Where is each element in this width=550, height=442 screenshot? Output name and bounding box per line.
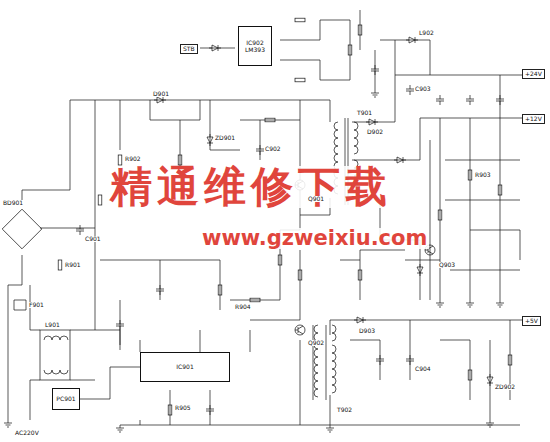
part-label: D903 bbox=[358, 328, 376, 334]
watermark: 精通维修下载 bbox=[108, 166, 394, 208]
part-label: R902 bbox=[124, 156, 142, 162]
winding bbox=[314, 325, 318, 397]
part-label: ZD902 bbox=[494, 384, 516, 390]
part-label: D901 bbox=[152, 91, 170, 97]
optocoupler-box: PC901 bbox=[52, 388, 80, 410]
ic-box: IC901 bbox=[140, 352, 230, 382]
winding bbox=[332, 345, 336, 393]
node-text: LM393 bbox=[245, 46, 265, 53]
wire-connector bbox=[80, 367, 140, 399]
node-text: IC902 bbox=[246, 39, 263, 46]
part-label: C904 bbox=[414, 366, 432, 372]
signal-label: AC220V bbox=[14, 430, 40, 436]
part-label: F901 bbox=[28, 302, 45, 308]
signal-tag: +5V bbox=[522, 316, 541, 326]
part-label: R904 bbox=[234, 304, 252, 310]
winding bbox=[332, 325, 336, 341]
ic-box: IC902LM393 bbox=[238, 26, 272, 66]
part-label: T901 bbox=[356, 110, 373, 116]
part-label: R903 bbox=[474, 172, 492, 178]
part-label: D902 bbox=[366, 129, 384, 135]
part-label: T902 bbox=[336, 407, 353, 413]
part-label: R901 bbox=[64, 262, 82, 268]
node-text: PC901 bbox=[56, 395, 75, 402]
part-label: Q901 bbox=[307, 196, 325, 202]
part-label: C901 bbox=[84, 236, 102, 242]
part-label: C903 bbox=[414, 86, 432, 92]
component-symbol bbox=[2, 18, 512, 432]
transformer-winding bbox=[314, 122, 358, 397]
part-label: R905 bbox=[174, 405, 192, 411]
part-label: C902 bbox=[264, 146, 282, 152]
part-label: Q903 bbox=[438, 262, 456, 268]
node-text: IC901 bbox=[176, 363, 193, 370]
signal-tag: STB bbox=[180, 44, 198, 54]
signal-tag: +12V bbox=[522, 114, 545, 124]
part-label: L901 bbox=[44, 322, 61, 328]
part-label: ZD901 bbox=[214, 135, 236, 141]
signal-tag: +24V bbox=[522, 69, 545, 79]
wire bbox=[8, 10, 540, 425]
part-label: Q902 bbox=[307, 340, 325, 346]
watermark-url: www.gzweixiu.com bbox=[200, 228, 429, 249]
part-label: L902 bbox=[418, 30, 435, 36]
part-label: BD901 bbox=[2, 200, 24, 206]
winding bbox=[354, 122, 358, 154]
